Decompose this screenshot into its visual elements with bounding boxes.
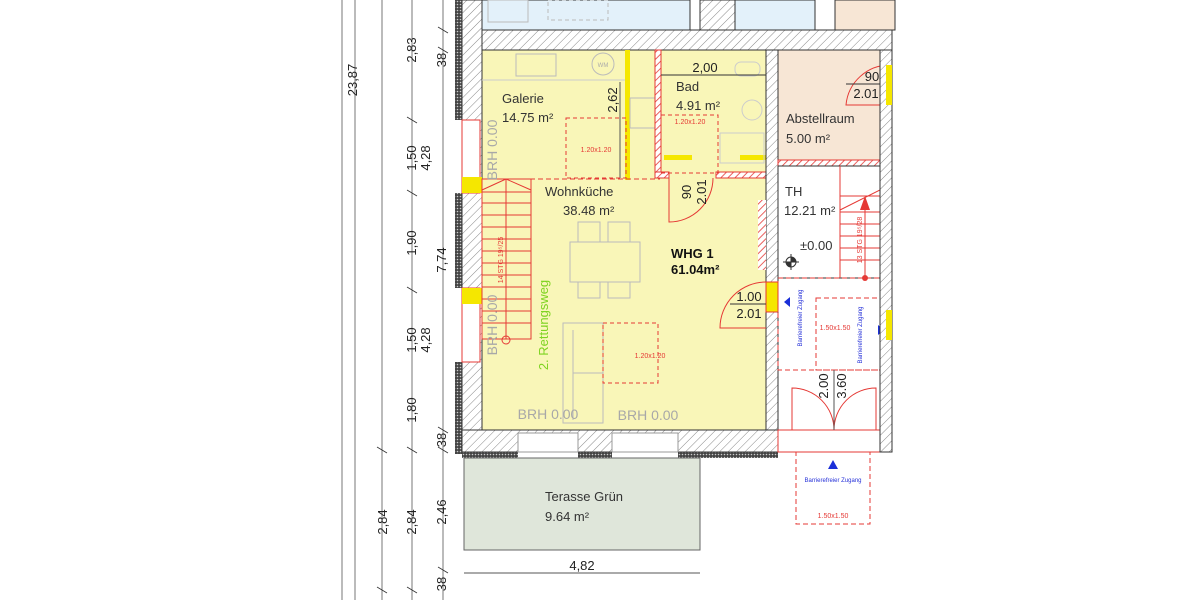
dim-inner-15b: 1,50 (404, 327, 419, 352)
dim-outer-1: 2,83 (404, 37, 419, 62)
access-arrow-icon (828, 460, 838, 469)
washing-machine-label: WM (598, 63, 609, 69)
dim-door-entry-h: 2.01 (736, 306, 761, 321)
dim-inner-38a: 38 (434, 53, 449, 67)
apartment-floor (481, 49, 767, 431)
dim-left-284b: 2,84 (404, 509, 419, 534)
hall-stair-label: 13 STG 19⁵/28 (857, 217, 864, 264)
room-name-galerie: Galerie (502, 91, 544, 106)
dim-door-hall-w: 2.00 (816, 373, 831, 398)
dim-outer-2: 4,28 (418, 145, 433, 170)
wall-left (461, 0, 483, 453)
sill-height-bottom-left: BRH 0.00 (518, 406, 579, 422)
sofa (562, 322, 604, 424)
escape-route-label: 2. Rettungsweg (536, 280, 551, 370)
dim-bad-width: 2,00 (692, 60, 717, 75)
turning-area-bad: 1.20x1.20 (675, 119, 706, 126)
room-name-terrace: Terasse Grün (545, 489, 623, 504)
room-name-wohnkueche: Wohnküche (545, 184, 613, 199)
turning-area-hall: 1.50x1.50 (820, 325, 851, 332)
dim-door-hall-h: 3.60 (834, 373, 849, 398)
turning-area-living: 1.20x1.20 (635, 353, 666, 360)
dim-inner-38c: 38 (434, 577, 449, 591)
dim-left-284a: 2,84 (375, 509, 390, 534)
room-area-wohnkueche: 38.48 m² (563, 203, 615, 218)
level-symbol-icon (783, 254, 799, 270)
stair-label: 14 STG 19⁵/25 (498, 237, 505, 284)
washing-machine-icon (591, 52, 615, 76)
dim-outer-3: 7,74 (434, 247, 449, 272)
sill-height-left-top: BRH 0.00 (484, 119, 500, 180)
room-name-th: TH (785, 184, 802, 199)
dim-door-entry-w: 1.00 (736, 289, 761, 304)
turning-area-galerie: 1.20x1.20 (581, 147, 612, 154)
apartment-stair (481, 178, 532, 345)
room-area-galerie: 14.75 m² (502, 110, 554, 125)
dim-door-bad-h: 2.01 (694, 179, 709, 204)
apartment-name: WHG 1 (671, 246, 714, 261)
terrace (463, 457, 701, 551)
level-marker: ±0.00 (800, 238, 832, 253)
dim-inner-38b: 38 (434, 433, 449, 447)
dim-inner-15a: 1,50 (404, 145, 419, 170)
accessible-access-2: Barrierefreier Zugang (858, 306, 864, 363)
dim-inner-19: 1,90 (404, 230, 419, 255)
dim-door-storage-h: 2.01 (853, 86, 878, 101)
room-area-terrace: 9.64 m² (545, 509, 590, 524)
apartment-area: 61.04m² (671, 262, 720, 277)
dim-outer-4: 4,28 (418, 327, 433, 352)
room-area-abstellraum: 5.00 m² (786, 131, 831, 146)
dim-door-storage-w: 90 (865, 69, 879, 84)
dim-inner-246: 2,46 (434, 499, 449, 524)
dimension-lines (341, 0, 449, 600)
turning-area-entrance: 1.50x1.50 (818, 513, 849, 520)
sill-height-bottom-right: BRH 0.00 (618, 407, 679, 423)
dim-kitchen-depth: 2,62 (605, 87, 620, 112)
dim-overall: 23,87 (345, 64, 360, 97)
dim-inner-18: 1,80 (404, 397, 419, 422)
top-room (481, 0, 691, 31)
room-area-th: 12.21 m² (784, 203, 836, 218)
access-arrow-icon (784, 297, 790, 307)
dim-door-bad-w: 90 (679, 185, 694, 199)
room-area-bad: 4.91 m² (676, 98, 721, 113)
accessible-access-1: Barrierefreier Zugang (798, 289, 804, 346)
dim-terrace-width: 4,82 (569, 558, 594, 573)
wall-right (765, 49, 779, 451)
stair-arrow-icon (860, 196, 870, 210)
room-name-bad: Bad (676, 79, 699, 94)
hallway (777, 165, 891, 279)
room-name-abstellraum: Abstellraum (786, 111, 855, 126)
sill-height-left-bottom: BRH 0.00 (484, 294, 500, 355)
dining-table (569, 221, 641, 299)
wall-bad (654, 49, 662, 179)
accessible-access-3: Barrierefreier Zugang (804, 478, 861, 484)
wall-top (461, 29, 893, 51)
